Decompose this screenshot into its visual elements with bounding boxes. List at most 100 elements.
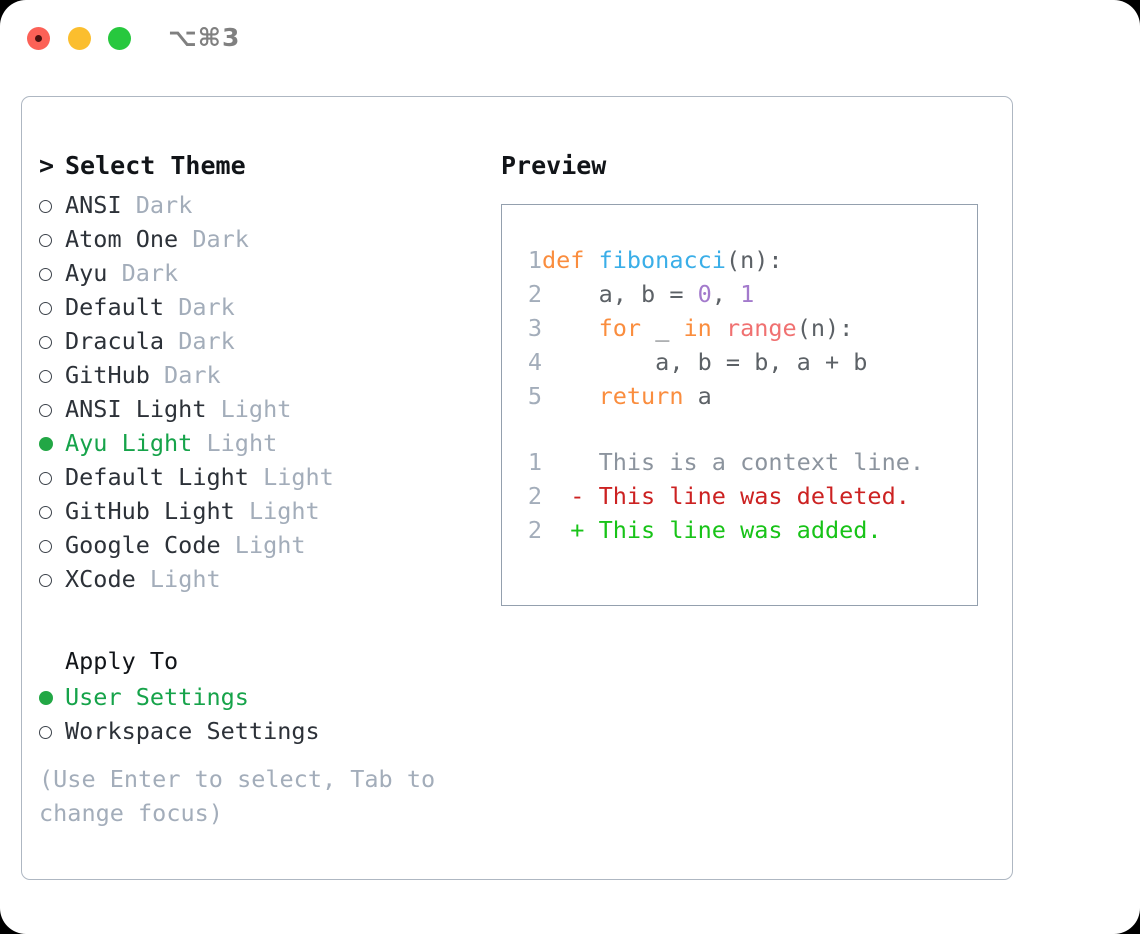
radio-unselected-icon	[39, 393, 65, 427]
bullet-shape	[39, 437, 53, 451]
code-token: (n):	[725, 246, 783, 274]
diff-line: 2 - This line was deleted.	[516, 479, 924, 513]
line-number: 5	[527, 382, 542, 410]
theme-kind-label: Dark	[135, 190, 193, 219]
theme-picker-title: >Select Theme	[39, 151, 469, 189]
theme-item-ansi-light[interactable]: ANSI Light Light	[39, 393, 469, 427]
theme-kind-label: Dark	[178, 326, 235, 355]
radio-unselected-icon	[39, 461, 65, 495]
theme-kind-label: Dark	[178, 292, 235, 321]
theme-kind-label: Light	[149, 564, 221, 593]
code-token: def	[542, 246, 599, 274]
apply-to-option-label: User Settings	[65, 683, 249, 711]
theme-name: GitHub	[65, 360, 150, 389]
radio-unselected-icon	[39, 189, 65, 223]
code-gap	[516, 413, 924, 445]
close-button[interactable]	[27, 27, 50, 50]
line-number: 4	[527, 348, 542, 376]
code-token: _	[641, 314, 684, 342]
radio-unselected-icon	[39, 359, 65, 393]
theme-name: ANSI Light	[65, 394, 207, 423]
line-number: 2	[527, 516, 542, 544]
theme-name: Ayu Light	[65, 429, 193, 457]
theme-item-github[interactable]: GitHub Dark	[39, 359, 469, 393]
radio-unselected-icon	[39, 291, 65, 325]
line-number: 1	[527, 246, 542, 274]
radio-unselected-icon	[39, 715, 65, 749]
diff-marker: +	[542, 516, 585, 544]
theme-kind-label: Light	[248, 496, 320, 525]
code-token: range	[725, 314, 797, 342]
close-icon	[35, 35, 42, 42]
page-title: Select Theme	[65, 151, 246, 180]
apply-to-option-user-settings[interactable]: User Settings	[39, 681, 469, 715]
theme-item-google-code[interactable]: Google Code Light	[39, 529, 469, 563]
code-token: return	[598, 382, 684, 410]
code-token: for	[598, 314, 642, 342]
theme-item-ayu-light[interactable]: Ayu Light Light	[39, 427, 469, 461]
theme-kind-label: Light	[206, 429, 278, 457]
theme-name: Dracula	[65, 326, 165, 355]
bullet-shape	[39, 199, 52, 213]
radio-unselected-icon	[39, 223, 65, 257]
list-spacer	[39, 597, 469, 647]
diff-line: 1 This is a context line.	[516, 445, 924, 479]
bullet-shape	[39, 471, 52, 485]
bullet-shape	[39, 233, 52, 247]
line-number: 2	[527, 280, 542, 308]
bullet-shape	[39, 335, 52, 349]
apply-to-label: Apply To	[65, 647, 179, 675]
code-token: ,	[711, 280, 741, 308]
theme-item-default[interactable]: Default Dark	[39, 291, 469, 325]
maximize-button[interactable]	[108, 27, 131, 50]
theme-name: Google Code	[65, 530, 221, 559]
preview-label: Preview	[501, 151, 607, 180]
preview-section: Preview	[501, 151, 991, 189]
code-token: (n):	[796, 314, 854, 342]
radio-unselected-icon	[39, 563, 65, 597]
bullet-shape	[39, 267, 52, 281]
keyboard-shortcut-label: ⌥⌘3	[168, 23, 241, 52]
code-token	[712, 314, 726, 342]
apply-to-title: Apply To	[39, 647, 469, 681]
code-line: 1def fibonacci(n):	[516, 243, 924, 277]
code-token: 1	[740, 280, 755, 308]
theme-item-ayu[interactable]: Ayu Dark	[39, 257, 469, 291]
radio-unselected-icon	[39, 325, 65, 359]
theme-name: XCode	[65, 564, 136, 593]
theme-item-xcode[interactable]: XCode Light	[39, 563, 469, 597]
apply-to-marker	[39, 647, 65, 675]
radio-selected-icon	[39, 681, 65, 715]
radio-unselected-icon	[39, 495, 65, 529]
bullet-shape	[39, 403, 52, 417]
diff-marker	[542, 448, 584, 476]
bullet-shape	[39, 369, 52, 383]
diff-text: This line was added.	[584, 516, 882, 544]
theme-item-default-light[interactable]: Default Light Light	[39, 461, 469, 495]
line-number: 3	[527, 314, 542, 342]
theme-item-ansi[interactable]: ANSI Dark	[39, 189, 469, 223]
minimize-button[interactable]	[68, 27, 91, 50]
code-token: a	[683, 382, 712, 410]
theme-kind-label: Light	[220, 394, 292, 423]
theme-kind-label: Dark	[164, 360, 221, 389]
code-token: fibonacci	[598, 246, 726, 274]
code-token: in	[683, 314, 712, 342]
theme-item-dracula[interactable]: Dracula Dark	[39, 325, 469, 359]
radio-selected-icon	[39, 427, 65, 461]
theme-item-github-light[interactable]: GitHub Light Light	[39, 495, 469, 529]
line-number: 1	[527, 448, 542, 476]
theme-name: ANSI	[65, 190, 122, 219]
theme-name: GitHub Light	[65, 496, 235, 525]
theme-kind-label: Light	[234, 530, 306, 559]
code-token	[542, 314, 599, 342]
theme-kind-label: Dark	[121, 258, 179, 287]
theme-item-atom-one[interactable]: Atom One Dark	[39, 223, 469, 257]
apply-to-option-workspace-settings[interactable]: Workspace Settings	[39, 715, 469, 749]
